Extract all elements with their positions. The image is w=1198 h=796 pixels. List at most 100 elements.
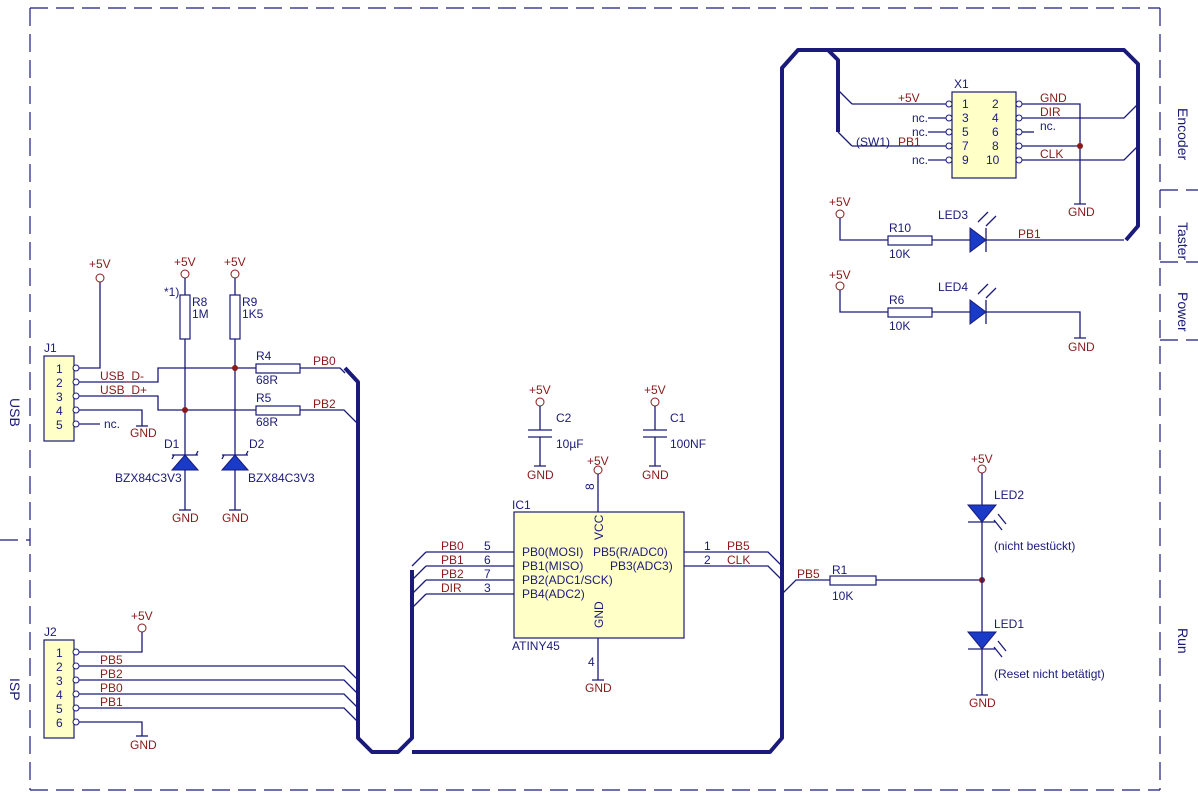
ic1-part: ATINY45 xyxy=(512,639,560,653)
svg-text:+5V: +5V xyxy=(131,609,153,623)
svg-text:1: 1 xyxy=(704,539,711,553)
r10-resistor xyxy=(887,235,933,246)
r5-name: R5 xyxy=(256,391,272,405)
svg-text:+5V: +5V xyxy=(829,195,851,209)
svg-text:+5V: +5V xyxy=(644,383,666,397)
net-isp-pb5: PB5 xyxy=(100,653,123,667)
j1-pins: 1 2 3 4 5 xyxy=(56,362,80,432)
svg-text:CLK: CLK xyxy=(727,553,750,567)
svg-text:nc.: nc. xyxy=(912,125,928,139)
r1-value: 10K xyxy=(832,589,853,603)
r4-name: R4 xyxy=(256,349,272,363)
j2-name: J2 xyxy=(44,625,57,639)
r5-resistor xyxy=(255,405,301,416)
r6-name: R6 xyxy=(889,293,905,307)
r6-value: 10K xyxy=(889,319,910,333)
r8-resistor xyxy=(179,294,191,340)
svg-text:+5V: +5V xyxy=(529,383,551,397)
svg-text:nc.: nc. xyxy=(1040,119,1056,133)
svg-text:PB0: PB0 xyxy=(441,539,464,553)
svg-text:nc.: nc. xyxy=(104,417,120,431)
svg-text:4: 4 xyxy=(588,655,595,669)
c1-value: 100NF xyxy=(670,437,706,451)
led2-note: (nicht bestückt) xyxy=(994,539,1075,553)
svg-text:6: 6 xyxy=(992,125,999,139)
section-isp: ISP xyxy=(7,678,23,701)
d2-diode xyxy=(220,454,250,471)
svg-text:PB5: PB5 xyxy=(727,539,750,553)
svg-text:PB5(R/ADC0): PB5(R/ADC0) xyxy=(593,545,668,559)
svg-text:6: 6 xyxy=(484,553,491,567)
led3-name: LED3 xyxy=(938,208,968,222)
x1-right-pins: 2 4 6 8 10 GND DIR nc. CLK GND xyxy=(986,91,1139,219)
section-usb: USB xyxy=(7,398,23,427)
net-isp-pb0: PB0 xyxy=(100,681,123,695)
led3-diode xyxy=(969,227,987,253)
r1-name: R1 xyxy=(832,563,848,577)
net-usb-dplus: USB_D+ xyxy=(100,383,147,397)
svg-text:1: 1 xyxy=(56,362,63,376)
j1-connector xyxy=(43,355,75,442)
svg-text:+5V: +5V xyxy=(898,91,920,105)
svg-text:2: 2 xyxy=(56,660,63,674)
r9-name: R9 xyxy=(242,295,258,309)
svg-text:+5V: +5V xyxy=(587,454,609,468)
r9-value: 1K5 xyxy=(242,307,264,321)
svg-text:6: 6 xyxy=(56,716,63,730)
svg-text:PB1: PB1 xyxy=(898,135,921,149)
svg-text:5: 5 xyxy=(56,702,63,716)
svg-text:nc.: nc. xyxy=(912,111,928,125)
svg-text:+5V: +5V xyxy=(829,268,851,282)
d1-name: D1 xyxy=(164,437,180,451)
svg-text:7: 7 xyxy=(484,567,491,581)
ic1-left-pins: PB0 PB1 PB2 DIR 5 6 7 3 PB0(MOSI) PB1(MI… xyxy=(411,539,613,609)
svg-text:1: 1 xyxy=(962,97,969,111)
j1-vcc-label: +5V xyxy=(89,257,111,271)
section-taster: Taster xyxy=(1175,222,1191,260)
net-led3-pb1: PB1 xyxy=(1018,227,1041,241)
svg-text:4: 4 xyxy=(992,111,999,125)
led1-diode xyxy=(966,631,998,650)
bus-left xyxy=(343,366,414,754)
svg-text:DIR: DIR xyxy=(441,581,462,595)
svg-text:CLK: CLK xyxy=(1040,147,1063,161)
svg-text:5: 5 xyxy=(484,539,491,553)
r4-resistor xyxy=(255,363,301,374)
svg-text:(SW1): (SW1) xyxy=(856,135,890,149)
svg-text:3: 3 xyxy=(962,111,969,125)
net-isp-pb2: PB2 xyxy=(100,667,123,681)
led2-diode xyxy=(966,504,998,523)
svg-text:8: 8 xyxy=(992,139,999,153)
section-encoder: Encoder xyxy=(1175,108,1191,160)
j1-name: J1 xyxy=(44,341,57,355)
svg-text:DIR: DIR xyxy=(1040,105,1061,119)
svg-text:VCC: VCC xyxy=(592,514,606,540)
svg-text:+5V: +5V xyxy=(224,255,246,269)
svg-text:+5V: +5V xyxy=(174,255,196,269)
r9-resistor xyxy=(229,294,241,340)
j2-connector xyxy=(43,639,75,739)
svg-text:9: 9 xyxy=(962,153,969,167)
j2-pins: 1 2 3 4 5 6 xyxy=(56,646,80,730)
x1-name: X1 xyxy=(954,77,969,91)
svg-text:GND: GND xyxy=(172,511,199,525)
svg-text:PB1: PB1 xyxy=(441,553,464,567)
net-pb2-r5: PB2 xyxy=(313,397,336,411)
net-pb0-r4: PB0 xyxy=(313,354,336,368)
ic1-chip xyxy=(513,511,685,639)
svg-text:3: 3 xyxy=(484,581,491,595)
svg-text:GND: GND xyxy=(642,468,669,482)
svg-text:GND: GND xyxy=(130,738,157,752)
svg-text:5: 5 xyxy=(56,418,63,432)
svg-text:GND: GND xyxy=(592,601,606,628)
svg-text:2: 2 xyxy=(992,97,999,111)
net-isp-pb1: PB1 xyxy=(100,695,123,709)
svg-text:PB0(MOSI): PB0(MOSI) xyxy=(522,545,583,559)
r5-value: 68R xyxy=(256,415,278,429)
x1-left-pins: 1 3 5 7 9 +5V nc. nc. (SW1) PB1 nc. xyxy=(837,89,969,167)
frame-border xyxy=(29,7,1161,791)
c2-name: C2 xyxy=(556,411,572,425)
svg-text:PB1(MISO): PB1(MISO) xyxy=(522,559,583,573)
svg-text:2: 2 xyxy=(56,376,63,390)
svg-text:3: 3 xyxy=(56,674,63,688)
